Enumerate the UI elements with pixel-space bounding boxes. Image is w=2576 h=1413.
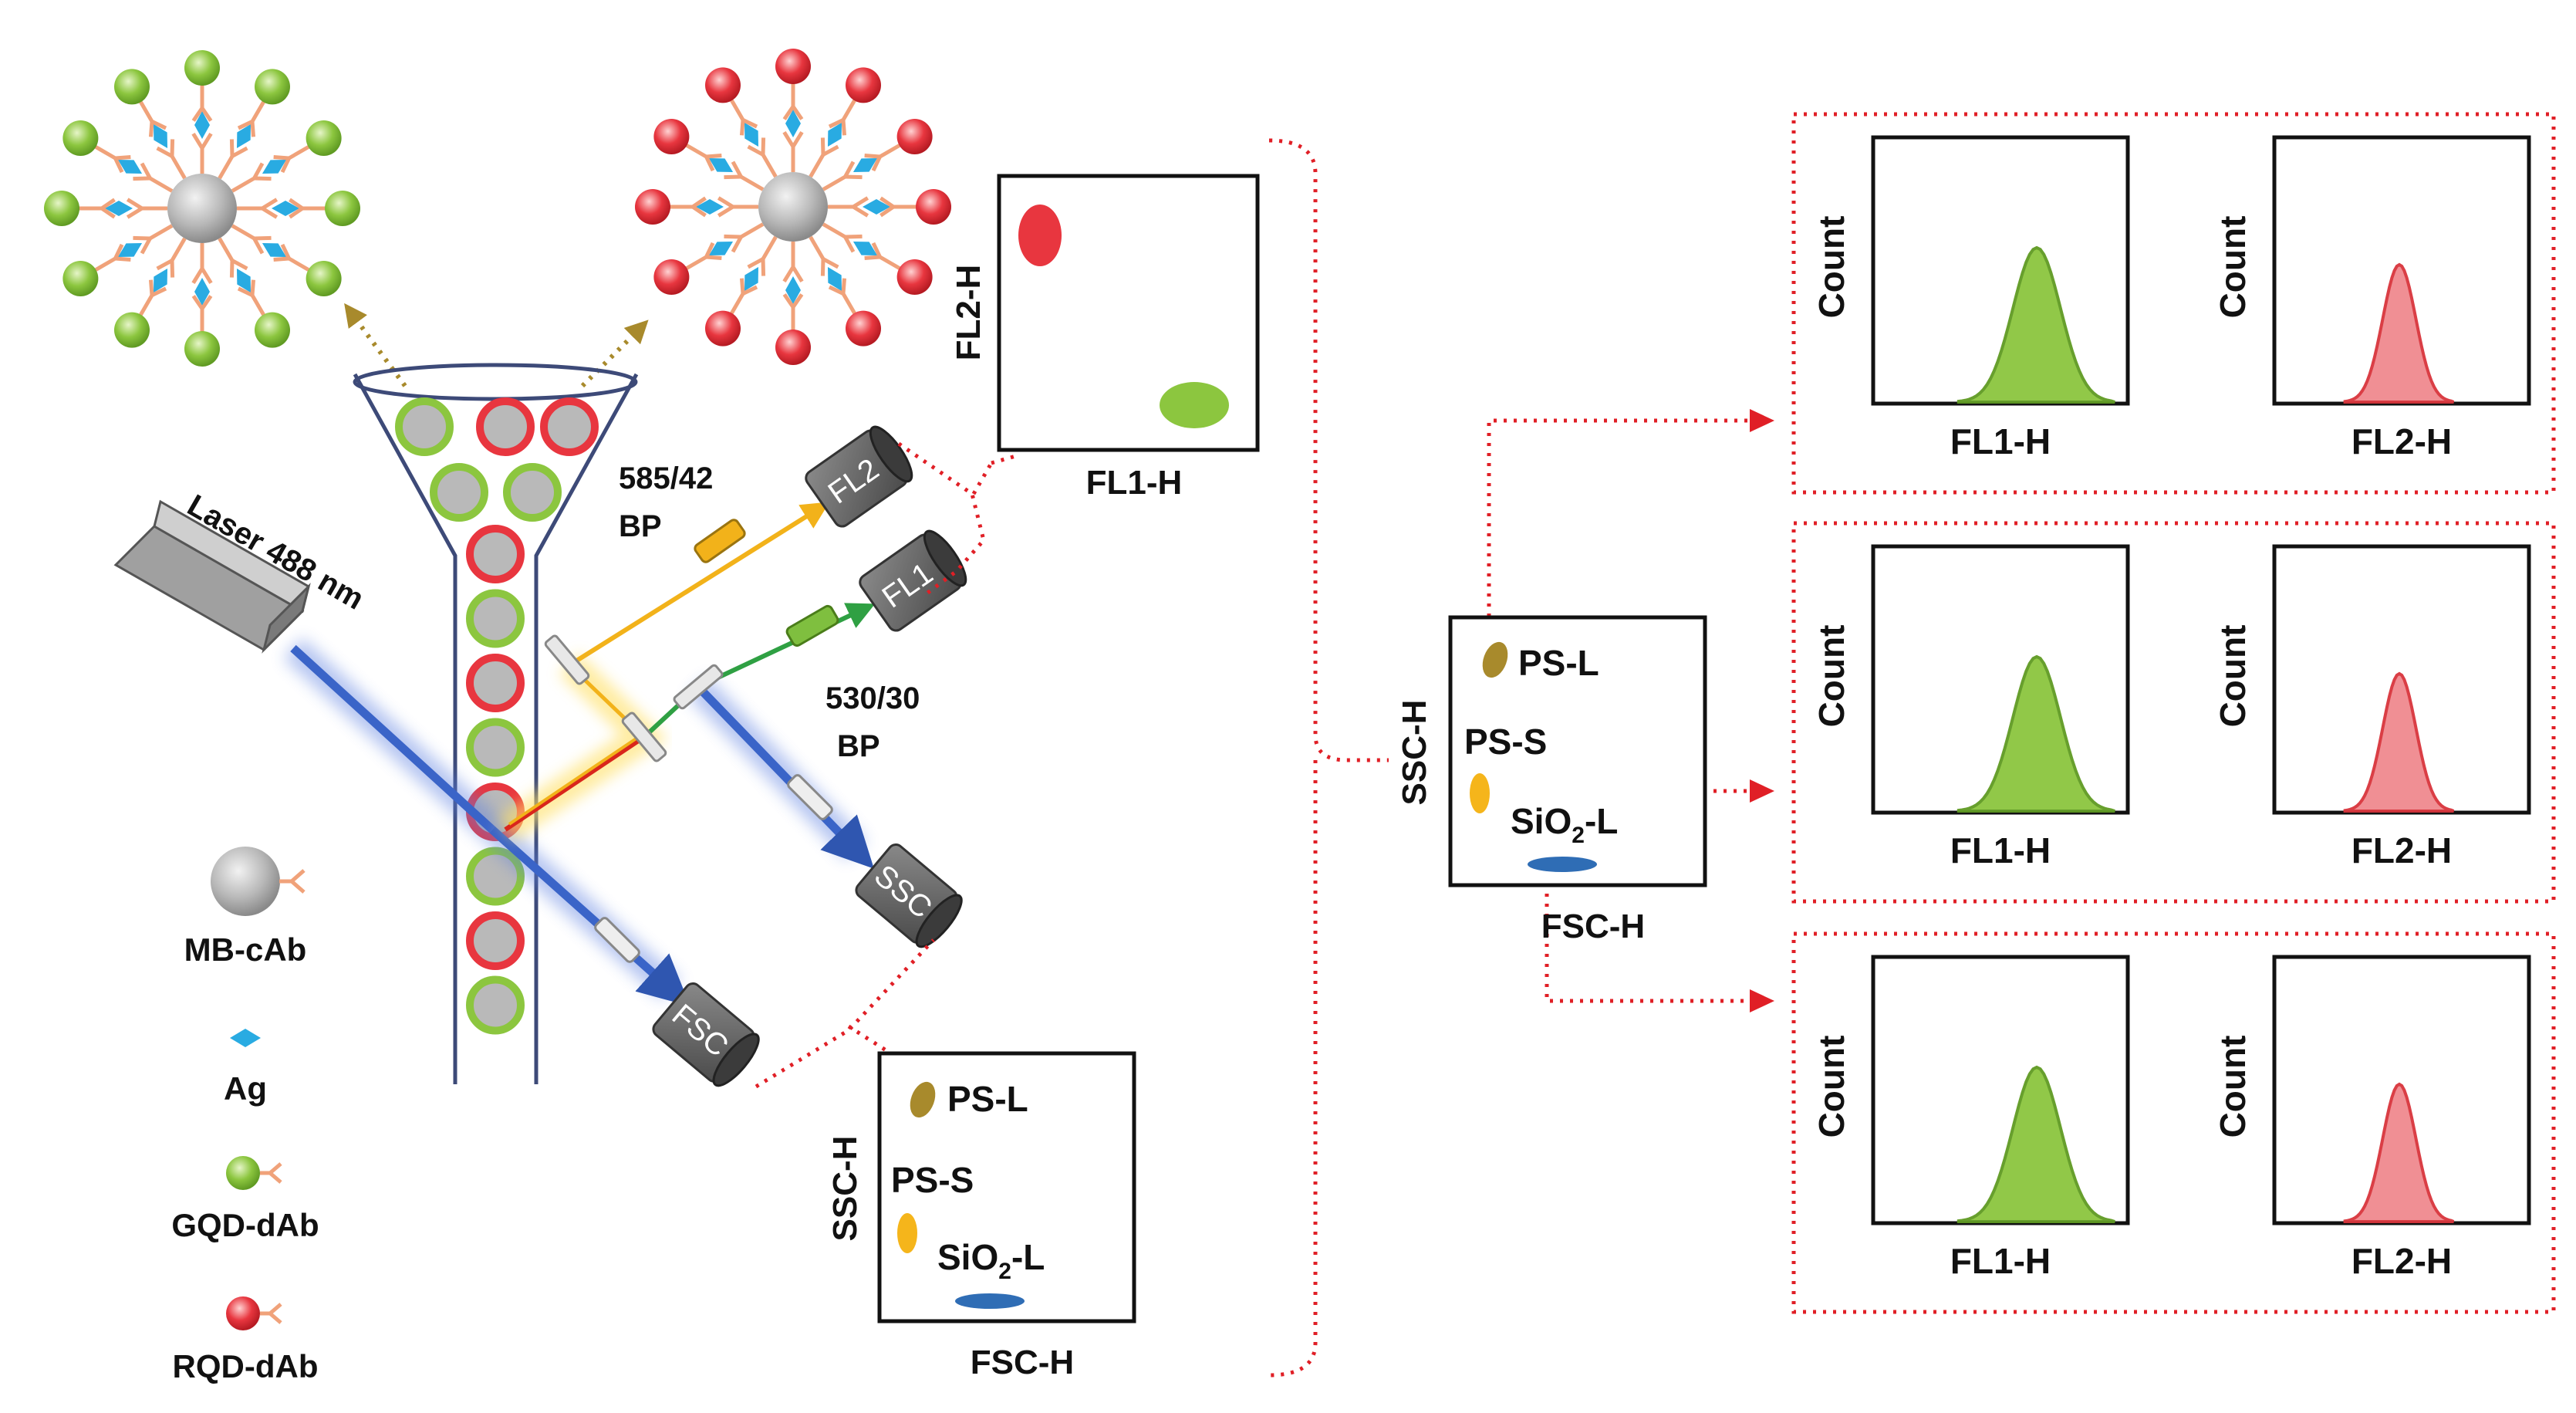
histogram-fl2-3: FL2-H Count — [2213, 955, 2531, 1281]
hist-fl2-xlabel: FL2-H — [2351, 830, 2452, 870]
fl2-detector-icon: FL2 — [805, 425, 913, 528]
bandpass-filter-585-icon — [694, 519, 746, 563]
dichroic-mirror-2 — [621, 712, 667, 762]
antigen-diamond-icon — [230, 1029, 261, 1047]
hist-fl2-ylabel: Count — [2213, 216, 2253, 319]
filter-585-label: 585/42 — [619, 461, 713, 495]
histogram-fl2-2: FL2-H Count — [2213, 544, 2531, 870]
filter-530-bp: BP — [837, 729, 880, 763]
legend: MB-cAb Ag GQD-dAb RQD-dAb — [171, 847, 319, 1384]
hist-fl1-xlabel: FL1-H — [1950, 1241, 2051, 1281]
red-quantum-dot-icon — [226, 1296, 282, 1330]
legend-label-mb: MB-cAb — [184, 931, 307, 968]
dichroic-mirror-3 — [673, 664, 724, 710]
link-arrow-green-complex — [344, 303, 407, 387]
histogram-fl1-2: FL1-H Count — [1811, 544, 2130, 870]
histogram-fl1-3: FL1-H Count — [1811, 955, 2130, 1281]
bandpass-filter-530-icon — [785, 604, 839, 647]
hist-fl2-xlabel: FL2-H — [2351, 421, 2452, 461]
ps-l-population — [910, 1081, 936, 1118]
bead-small-psl: PS-L — [947, 1079, 1028, 1119]
bead-scatter-center: PS-L PS-S SiO2-L FSC-H SSC-H — [1396, 615, 1707, 945]
fsc-detector-icon: FSC — [652, 982, 760, 1087]
laser-source: Laser 488 nm — [113, 488, 370, 654]
green-population — [1160, 382, 1229, 428]
ps-s-population — [1470, 773, 1490, 813]
hist-fl1-ylabel: Count — [1811, 1036, 1852, 1138]
hist-fl2-ylabel: Count — [2213, 625, 2253, 728]
bead-center-psl: PS-L — [1518, 643, 1599, 683]
filter-585-bp: BP — [619, 509, 662, 543]
fl-scatter-ylabel: FL2-H — [950, 265, 988, 361]
hist-fl1-xlabel: FL1-H — [1950, 830, 2051, 870]
hist-fl1-ylabel: Count — [1811, 625, 1852, 728]
bead-small-ylabel: SSC-H — [826, 1136, 864, 1242]
hist-fl1-xlabel: FL1-H — [1950, 421, 2051, 461]
ps-l-population — [1482, 641, 1508, 678]
hist-fl2-xlabel: FL2-H — [2351, 1241, 2452, 1281]
legend-label-ag: Ag — [224, 1070, 267, 1107]
bead-center-ylabel: SSC-H — [1396, 700, 1433, 806]
bead-center-xlabel: FSC-H — [1541, 908, 1645, 945]
fl1-detector-icon: FL1 — [859, 529, 967, 632]
green-quantum-dot-icon — [226, 1156, 282, 1190]
signal-leaders — [755, 138, 1389, 1378]
ssc-lens — [787, 774, 833, 820]
magnetic-bead-icon — [211, 847, 306, 916]
ps-s-population — [897, 1213, 917, 1253]
bead-center-pss: PS-S — [1464, 722, 1547, 762]
laser-beam — [283, 637, 874, 1006]
green-qd-immunocomplex — [44, 50, 360, 367]
ssc-detector-icon: SSC — [855, 843, 963, 948]
histogram-panels: FL1-HCountFL2-HCountFL1-HCountFL2-HCount… — [1791, 112, 2556, 1314]
fl-scatter-plot: FL1-H FL2-H — [950, 174, 1260, 502]
particle-stream — [395, 397, 599, 1035]
legend-label-gqd: GQD-dAb — [171, 1207, 319, 1243]
sio2-population — [1528, 857, 1597, 872]
bead-small-xlabel: FSC-H — [971, 1344, 1074, 1381]
bead-center-sio2: SiO2-L — [1511, 801, 1618, 848]
dichroic-mirror-1 — [544, 634, 590, 685]
red-qd-immunocomplex — [635, 49, 951, 365]
sio2-population — [955, 1293, 1025, 1309]
histogram-fl2-1: FL2-H Count — [2213, 135, 2531, 461]
flow-cell — [353, 363, 639, 1084]
gating-arrowheads — [1750, 409, 1774, 1012]
histogram-fl1-1: FL1-H Count — [1811, 135, 2130, 461]
fsc-lens — [594, 917, 640, 963]
red-population — [1018, 205, 1062, 266]
bead-scatter-small: PS-L PS-S SiO2-L FSC-H SSC-H — [826, 1051, 1136, 1381]
legend-label-rqd: RQD-dAb — [173, 1348, 319, 1384]
filter-530-label: 530/30 — [825, 681, 920, 715]
fl-scatter-xlabel: FL1-H — [1086, 464, 1183, 502]
bead-small-sio2: SiO2-L — [937, 1237, 1045, 1284]
bead-small-pss: PS-S — [891, 1160, 974, 1200]
hist-fl2-ylabel: Count — [2213, 1036, 2253, 1138]
hist-fl1-ylabel: Count — [1811, 216, 1852, 319]
link-arrow-red-complex — [580, 319, 649, 388]
